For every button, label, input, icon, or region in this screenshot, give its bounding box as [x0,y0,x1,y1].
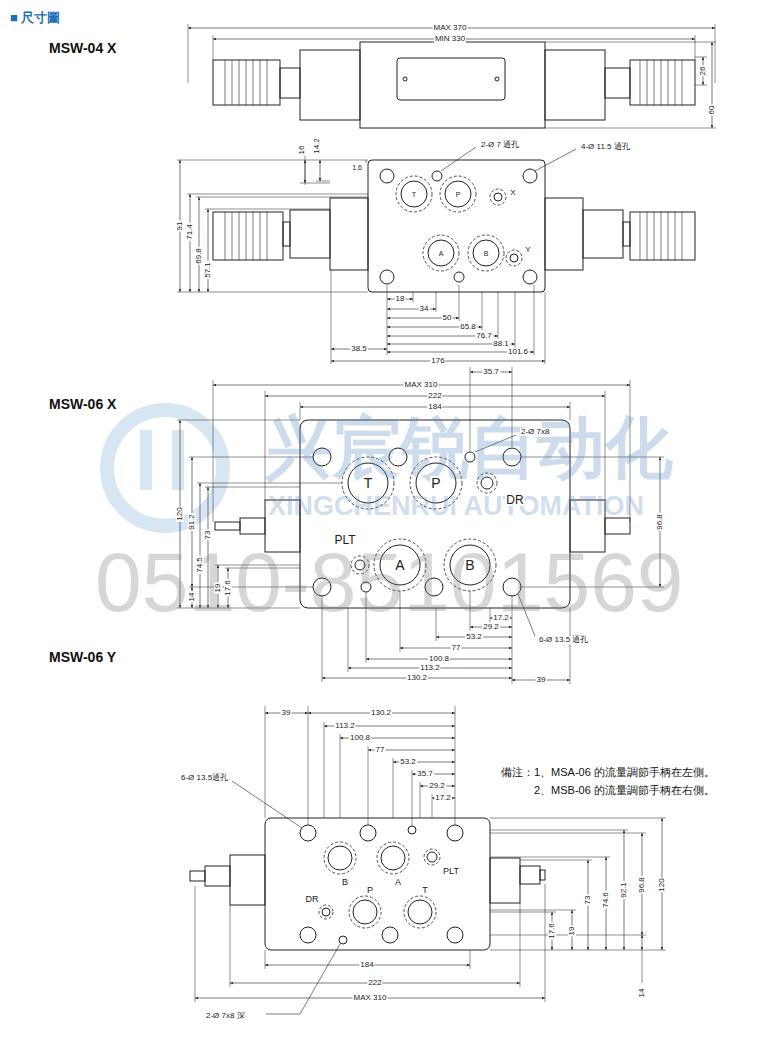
dimension-label: 17.2 [492,614,510,622]
dimension-label: 76.7 [475,332,493,340]
dimension-label: 74.6 [602,891,610,909]
dimension-label: 96.8 [638,876,646,894]
dimension-label: 57.1 [204,261,212,279]
dimension-label: 91.2 [188,513,196,531]
dimension-label: 16 [298,145,306,156]
port-label: A [394,558,405,572]
watermark: XINGCHENRUI AUTOMATION [268,493,644,520]
model-label: MSW-06 X [48,397,117,411]
dimension-label: 19 [568,926,576,937]
dimension-label: 39 [281,709,292,717]
dimension-label: 69.8 [195,247,203,265]
dimension-label: 100.8 [428,655,450,663]
dimension-label: 113.2 [419,664,440,672]
dimension-label: 17.6 [224,579,232,597]
port-label: B [341,878,349,887]
dimension-label: 77 [375,746,386,754]
dimension-label: 26 [699,66,707,77]
dimension-label: 53.2 [399,758,417,766]
dimension-label: 29.2 [428,782,446,790]
dimension-label: MIN 330 [434,35,466,43]
port-label: P [366,886,374,895]
model-label: MSW-06 Y [48,650,117,664]
dimension-label: 101.6 [507,348,529,356]
callout-label: 2-Ø 7 通孔 [480,141,520,149]
dimension-label: 77 [451,644,462,652]
dimension-label: 91 [176,221,184,232]
port-label: DR [505,494,524,506]
msw06y-view [190,706,666,1014]
port-label: P [455,191,462,198]
dimension-label: 1.6 [351,164,363,171]
dimension-label: 74.5 [196,556,204,574]
port-label: A [438,250,445,257]
dimension-label: 176 [430,357,445,365]
port-label: DR [305,895,320,904]
dimension-label: MAX 310 [404,381,439,389]
note-text: 2、MSB-06 的流量調節手柄在右側。 [533,785,716,796]
dimension-label: 39 [536,676,547,684]
port-label: B [483,250,490,257]
callout-label: 6-Ø 13.5通孔 [180,774,229,782]
dimension-label: 96.8 [656,513,664,531]
callout-label: 4-Ø 11.5 通孔 [580,143,631,151]
dimension-label: 222 [427,392,442,400]
port-label: B [464,558,475,572]
dimension-label: 92.1 [620,881,628,899]
dimension-label: 60 [708,105,716,116]
dimension-label: 71.4 [186,223,194,241]
dimension-label: 130.2 [370,709,392,717]
port-label: PLT [333,534,356,546]
dimension-label: 222 [367,979,382,987]
dimension-label: 120 [658,877,666,892]
dimension-label: 50 [442,314,453,322]
port-label: T [363,476,374,490]
callout-label: 2-Ø 7x8 深 [205,1012,246,1020]
dimension-label: 120 [176,506,184,521]
watermark-logo [107,410,223,526]
watermark: 兴宸锐自动化 [265,413,673,481]
model-label: MSW-04 X [48,41,117,55]
dimension-label: MAX 310 [353,994,388,1002]
dimension-label: 113.2 [334,722,355,730]
dimension-label: MAX 370 [433,24,468,32]
dimension-label: 35.7 [416,770,434,778]
dimension-label: 184 [359,961,374,969]
dimension-label: 73 [204,530,212,541]
dimension-label: 38.5 [350,345,368,353]
dimension-label: 34 [419,305,430,313]
dimension-label: 19 [214,583,222,594]
callout-label: 2-Ø 7x8 [520,428,550,436]
port-label: A [394,878,402,887]
dimension-label: 88.1 [492,340,510,348]
section-title: ■ 尺寸圖 [10,11,60,24]
port-label: X [509,189,516,197]
msw04-top-view [188,24,716,128]
dimension-label: 18 [395,295,406,303]
dimension-label: 73 [584,895,592,906]
dimension-label: 100.8 [349,734,371,742]
msw04-front-view [177,147,695,364]
port-label: PLT [442,867,460,876]
port-label: P [430,476,441,490]
watermark: 0510-85101569 [95,540,684,624]
dimension-label: 14 [638,988,646,999]
dimension-label: 65.8 [459,323,477,331]
note-text: 備注：1、MSA-06 的流量調節手柄在左側。 [500,767,716,778]
port-label: T [411,191,417,198]
dimension-label: 130.2 [406,674,428,682]
dimension-label: 17.6 [548,922,556,940]
port-label: T [421,886,429,895]
dimension-label: 35.7 [482,368,500,376]
dimension-label: 14 [188,592,196,603]
dimension-label: 14.2 [313,137,321,155]
dimension-label: 53.2 [465,633,483,641]
dimension-label: 29.2 [482,623,500,631]
callout-label: 6-Ø 13.5 通孔 [538,636,589,644]
dimension-label: 184 [427,403,442,411]
dimension-label: 17.2 [434,794,452,802]
port-label: Y [524,246,531,254]
